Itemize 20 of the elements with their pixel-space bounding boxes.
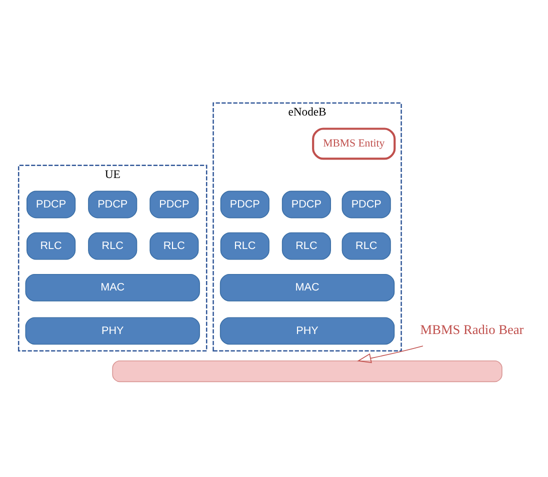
node-box: PDCP: [88, 190, 138, 218]
node-box: RLC: [220, 232, 270, 260]
node-box: MBMS Entity: [312, 127, 396, 160]
node-box: MAC: [220, 273, 395, 301]
node-box: MAC: [25, 273, 200, 301]
node-box: PDCP: [342, 190, 391, 218]
node-box: PHY: [25, 316, 200, 344]
node-box: RLC: [150, 232, 199, 260]
node-box: PDCP: [282, 190, 331, 218]
node-box: PDCP: [150, 190, 199, 218]
node-band: [112, 360, 502, 382]
arrow: [357, 345, 424, 363]
node-box: PDCP: [26, 190, 76, 218]
node-box: RLC: [342, 232, 391, 260]
node-box: RLC: [88, 232, 138, 260]
node-box: RLC: [26, 232, 76, 260]
node-box: RLC: [282, 232, 331, 260]
node-box: PDCP: [220, 190, 270, 218]
node-text: MBMS Radio Bear: [420, 322, 524, 337]
node-box: PHY: [220, 316, 395, 344]
